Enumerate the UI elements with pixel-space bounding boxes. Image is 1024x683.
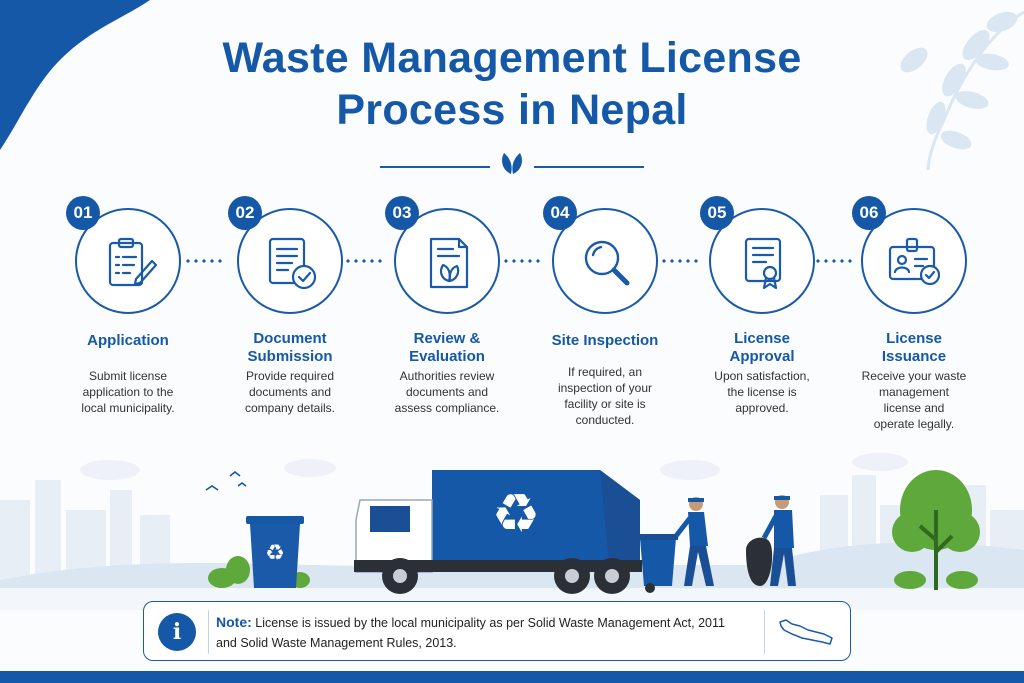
step-connector-dots <box>346 259 382 263</box>
step-description-line: operate legally. <box>873 417 955 431</box>
recycle-bin-illustration: ♻ <box>246 516 304 588</box>
note-separator <box>208 610 209 654</box>
birds-icon <box>205 470 247 491</box>
page-title-line-1: Waste Management License <box>222 34 802 82</box>
step-title: Site Inspection <box>515 330 695 350</box>
note-line-1: License is issued by the local municipal… <box>255 616 725 630</box>
twin-leaf-icon <box>502 153 522 174</box>
bottom-accent-bar <box>0 671 1024 683</box>
note-box: i Note: License is issued by the local m… <box>143 601 851 661</box>
worker-with-bin-illustration <box>638 497 714 593</box>
step-description-line: assess compliance. <box>394 401 500 415</box>
waste-collection-scene: ♻ ♻ <box>0 453 1024 610</box>
divider-line-left <box>380 166 490 168</box>
step-description-line: Submit license <box>88 369 168 383</box>
step-number-badge: 05 <box>700 196 734 230</box>
step-description-line: local municipality. <box>81 401 175 415</box>
document-leaf-icon <box>429 237 469 289</box>
divider-line-right <box>534 166 644 168</box>
step-description-line: license and <box>883 401 945 415</box>
step-title: License Issuance <box>824 330 1004 366</box>
step-description-line: Authorities review <box>399 369 495 383</box>
step-description-line: documents and <box>248 385 332 399</box>
process-steps: 01 Application Submit license applicatio… <box>0 196 1024 456</box>
certificate-icon <box>744 237 782 290</box>
step-description-line: application to the <box>82 385 174 399</box>
step-description-line: approved. <box>735 401 789 415</box>
step-title-line-1: Review & <box>413 330 481 347</box>
step-title-line-1: Site Inspection <box>551 332 659 349</box>
step-description: Authorities review documents and assess … <box>367 368 527 416</box>
note-separator <box>764 610 765 654</box>
step-number-badge: 06 <box>852 196 886 230</box>
step-title-line-2: Issuance <box>881 348 947 365</box>
step-title: License Approval <box>672 330 852 366</box>
step-description-line: management <box>878 385 950 399</box>
clipboard-pencil-icon <box>108 237 158 287</box>
step-title-line-1: Document <box>253 330 327 347</box>
page-title: Waste Management License Process in Nepa… <box>0 32 1024 136</box>
worker-with-bag-illustration <box>746 495 796 586</box>
step-description-line: company details. <box>244 401 336 415</box>
step-number-badge: 04 <box>543 196 577 230</box>
step-number-badge: 01 <box>66 196 100 230</box>
corner-blob-decoration <box>0 0 150 150</box>
step-description-line: If required, an <box>567 365 643 379</box>
step-description: Provide required documents and company d… <box>210 368 370 416</box>
note-text: Note: License is issued by the local mun… <box>216 612 756 653</box>
step-description: Submit license application to the local … <box>48 368 208 416</box>
step-title: Application <box>38 330 218 350</box>
step-description-line: facility or site is <box>564 397 646 411</box>
step-title-line-2: Approval <box>729 348 795 365</box>
step-title-line-1: Application <box>87 332 169 349</box>
note-label: Note: <box>216 614 252 630</box>
step-description: Receive your waste management license an… <box>834 368 994 432</box>
bush-illustration <box>208 556 310 588</box>
step-description-line: Provide required <box>245 369 335 383</box>
magnifier-icon <box>584 240 630 286</box>
step-description-line: documents and <box>405 385 489 399</box>
page-title-line-2: Process in Nepal <box>336 86 688 134</box>
step-title-line-2: Evaluation <box>409 348 485 365</box>
svg-text:♻: ♻ <box>265 541 285 566</box>
step-description-line: Receive your waste <box>861 369 967 383</box>
step-title: Review & Evaluation <box>357 330 537 366</box>
document-check-icon <box>268 237 317 290</box>
step-connector-dots <box>816 259 852 263</box>
step-connector-dots <box>504 259 540 263</box>
info-icon: i <box>158 613 196 651</box>
garbage-truck-illustration: ♻ <box>354 470 642 594</box>
step-description-line: inspection of your <box>557 381 653 395</box>
step-title-line-1: License <box>886 330 942 347</box>
step-title-line-1: License <box>734 330 790 347</box>
id-card-check-icon <box>888 237 941 286</box>
step-description: If required, an inspection of your facil… <box>525 364 685 428</box>
step-connector-dots <box>662 259 698 263</box>
tree-illustration <box>892 470 980 590</box>
step-number-badge: 02 <box>228 196 262 230</box>
step-number-badge: 03 <box>385 196 419 230</box>
step-description: Upon satisfaction, the license is approv… <box>682 368 842 416</box>
step-connector-dots <box>186 259 222 263</box>
nepal-map-icon <box>779 619 833 645</box>
svg-text:♻: ♻ <box>492 482 540 545</box>
leaf-branch-decoration <box>900 10 1024 171</box>
note-line-2: and Solid Waste Management Rules, 2013. <box>216 636 457 650</box>
step-description-line: conducted. <box>575 413 635 427</box>
step-description-line: Upon satisfaction, <box>714 369 810 383</box>
step-title: Document Submission <box>200 330 380 366</box>
title-divider <box>380 150 644 174</box>
step-title-line-2: Submission <box>247 348 333 365</box>
step-description-line: the license is <box>727 385 797 399</box>
